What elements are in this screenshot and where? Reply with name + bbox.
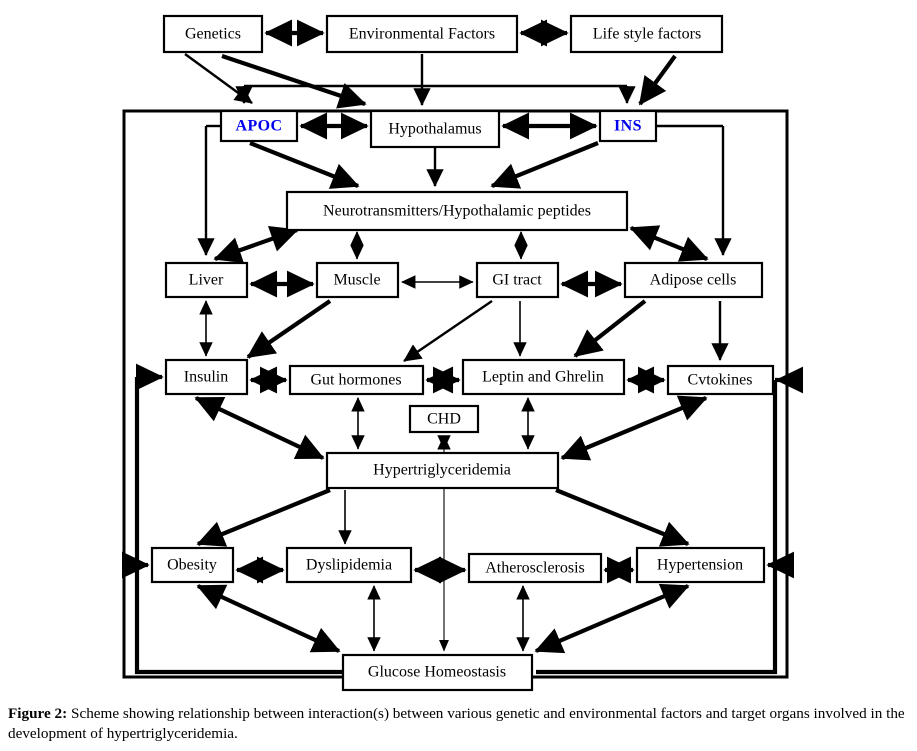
edge-layer bbox=[121, 19, 804, 675]
node-chd[interactable]: CHD bbox=[408, 404, 480, 434]
node-atherosclerosis-label: Atherosclerosis bbox=[485, 560, 585, 577]
node-cytokines[interactable]: Cvtokines bbox=[666, 364, 775, 396]
node-gi-tract[interactable]: GI tract bbox=[475, 261, 560, 299]
node-apoc-label: APOC bbox=[236, 118, 283, 135]
node-adipose-cells[interactable]: Adipose cells bbox=[623, 261, 764, 299]
edge-cytokines-hypertg bbox=[560, 395, 708, 461]
node-chd-label: CHD bbox=[427, 411, 461, 428]
node-muscle[interactable]: Muscle bbox=[315, 261, 400, 299]
edge-hypertg-hypertension bbox=[555, 488, 690, 547]
edge-ins-neurotransmitters bbox=[490, 141, 599, 189]
edge-neurotransmitters-liver bbox=[213, 226, 299, 263]
node-hypertension-label: Hypertension bbox=[657, 557, 743, 574]
node-life-style-factors-label: Life style factors bbox=[593, 26, 701, 43]
edge-glucose-insulin-feedback bbox=[134, 377, 343, 675]
node-glucose-homeostasis[interactable]: Glucose Homeostasis bbox=[341, 653, 534, 692]
figure-caption-label: Figure 2: bbox=[8, 705, 68, 722]
edge-adipose-leptin bbox=[573, 299, 647, 358]
node-environmental-factors-label: Environmental Factors bbox=[349, 26, 495, 43]
node-gut-hormones[interactable]: Gut hormones bbox=[288, 364, 425, 396]
node-leptin-and-ghrelin-label: Leptin and Ghrelin bbox=[482, 369, 604, 386]
node-hypothalamus-label: Hypothalamus bbox=[388, 121, 481, 138]
node-ins[interactable]: INS bbox=[598, 109, 658, 143]
node-cytokines-label: Cvtokines bbox=[688, 372, 753, 389]
node-gut-hormones-label: Gut hormones bbox=[310, 372, 401, 389]
edge-insulin-hypertg bbox=[194, 396, 325, 460]
node-hypothalamus[interactable]: Hypothalamus bbox=[369, 109, 501, 149]
node-apoc[interactable]: APOC bbox=[219, 109, 299, 143]
node-environmental-factors[interactable]: Environmental Factors bbox=[325, 14, 519, 54]
node-life-style-factors[interactable]: Life style factors bbox=[569, 14, 724, 54]
edge-hypertg-obesity bbox=[196, 488, 331, 547]
node-dyslipidemia[interactable]: Dyslipidemia bbox=[285, 546, 413, 584]
edge-muscle-insulin bbox=[246, 299, 332, 359]
node-liver[interactable]: Liver bbox=[164, 261, 249, 299]
edge-genetics-hypothalamus bbox=[221, 54, 367, 109]
edge-lifestyle-ins bbox=[638, 54, 677, 106]
node-liver-label: Liver bbox=[189, 272, 224, 289]
node-genetics[interactable]: Genetics bbox=[162, 14, 264, 54]
node-hypertriglyceridemia-label: Hypertriglyceridemia bbox=[373, 462, 511, 479]
node-ins-label: INS bbox=[614, 118, 642, 135]
node-neurotransmitters-label: Neurotransmitters/Hypothalamic peptides bbox=[323, 203, 591, 220]
figure-caption: Figure 2: Scheme showing relationship be… bbox=[8, 704, 909, 744]
node-atherosclerosis[interactable]: Atherosclerosis bbox=[467, 552, 603, 584]
node-dyslipidemia-label: Dyslipidemia bbox=[306, 557, 392, 574]
node-obesity[interactable]: Obesity bbox=[150, 546, 235, 584]
edge-hypertension-glucose bbox=[534, 583, 690, 654]
edge-apoc-neurotransmitters bbox=[249, 141, 360, 189]
figure-caption-text: Scheme showing relationship between inte… bbox=[8, 705, 905, 743]
node-muscle-label: Muscle bbox=[333, 272, 380, 289]
edge-gitract-guthormones bbox=[403, 300, 493, 362]
node-leptin-and-ghrelin[interactable]: Leptin and Ghrelin bbox=[461, 358, 626, 396]
node-genetics-label: Genetics bbox=[185, 26, 241, 43]
node-hypertriglyceridemia[interactable]: Hypertriglyceridemia bbox=[325, 451, 560, 490]
node-adipose-cells-label: Adipose cells bbox=[650, 272, 737, 289]
node-insulin-label: Insulin bbox=[184, 369, 228, 386]
node-layer: Genetics Environmental Factors Life styl… bbox=[150, 14, 775, 692]
node-glucose-homeostasis-label: Glucose Homeostasis bbox=[368, 664, 506, 681]
node-neurotransmitters[interactable]: Neurotransmitters/Hypothalamic peptides bbox=[285, 190, 629, 232]
edge-obesity-glucose bbox=[196, 584, 341, 653]
edge-neurotransmitters-adipose bbox=[629, 225, 709, 262]
flowchart-diagram: Genetics Environmental Factors Life styl… bbox=[121, 14, 804, 692]
node-insulin[interactable]: Insulin bbox=[164, 358, 249, 396]
node-gi-tract-label: GI tract bbox=[492, 272, 542, 289]
edge-glucose-cytokines-feedback bbox=[536, 380, 778, 675]
node-obesity-label: Obesity bbox=[167, 557, 217, 574]
node-hypertension[interactable]: Hypertension bbox=[635, 546, 766, 584]
